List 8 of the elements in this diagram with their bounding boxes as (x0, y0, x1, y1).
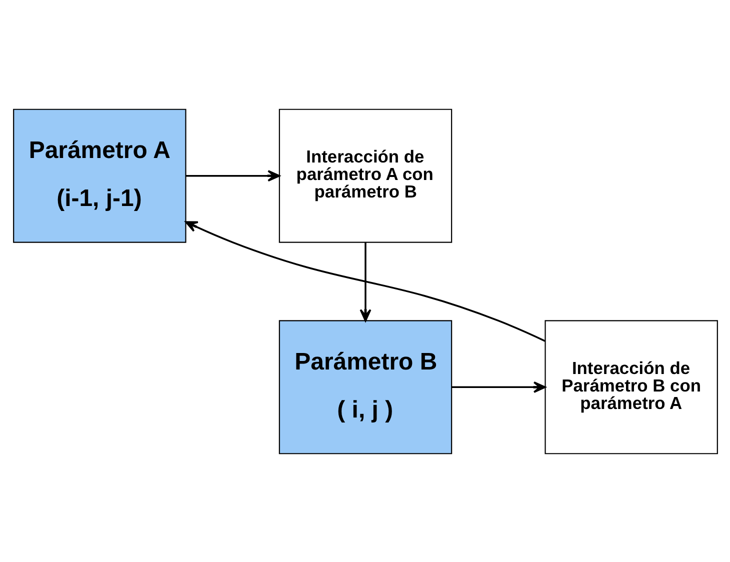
arrow (184, 220, 545, 342)
arrow (185, 170, 280, 182)
arrow (451, 380, 546, 392)
node-box: Parámetro A (i-1, j-1) (12, 108, 186, 242)
node-box: Parámetro B ( i, j ) (278, 320, 452, 454)
arrow (359, 242, 371, 322)
node-box: Interacción de Parámetro B con parámetro A (544, 320, 718, 454)
node-box: Interacción de parámetro A con parámetro B (278, 108, 452, 242)
